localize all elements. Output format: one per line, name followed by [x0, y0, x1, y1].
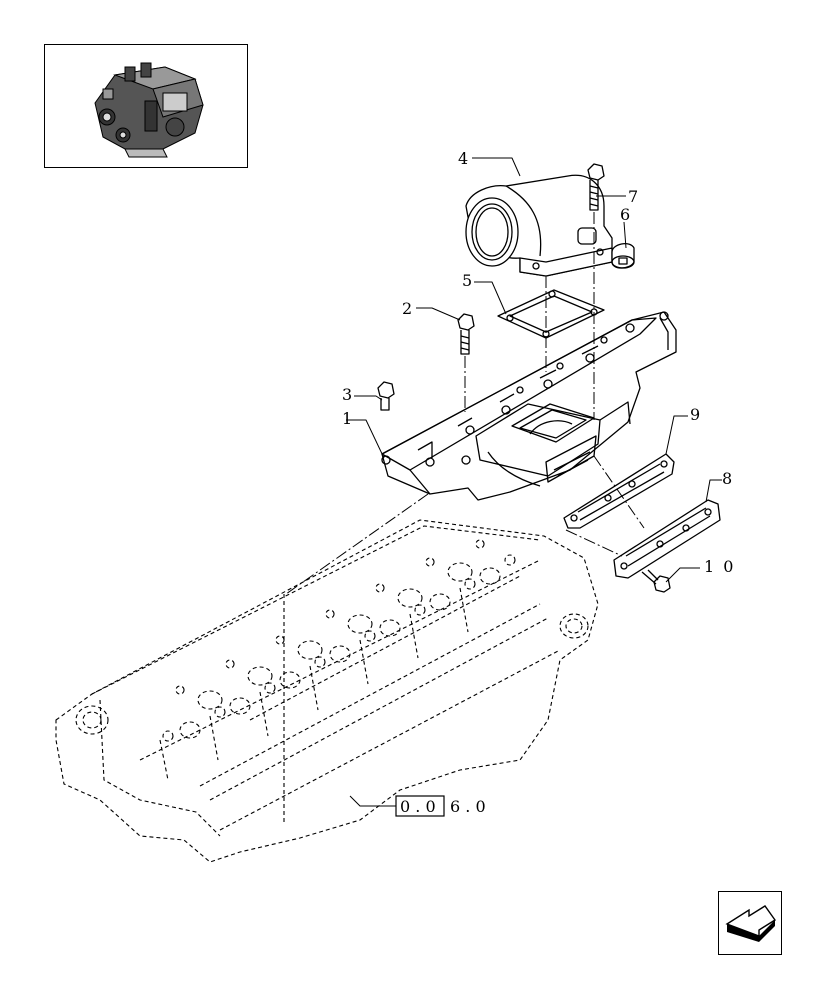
gasket-part [497, 289, 605, 339]
callout-8: 8 [722, 469, 732, 488]
bolt-10-part [641, 569, 671, 593]
plug-part [611, 242, 635, 269]
callout-5: 5 [462, 271, 472, 290]
engine-thumbnail [44, 44, 248, 168]
next-page-arrow-icon [725, 905, 777, 942]
callout-2: 2 [402, 299, 412, 318]
callout-4: 4 [458, 149, 468, 168]
bolt-7-part [587, 163, 605, 211]
callout-10: 1 0 [704, 557, 735, 576]
callout-9: 9 [690, 405, 700, 424]
engine-thumbnail-icon [94, 62, 204, 158]
callout-7: 7 [628, 187, 638, 206]
next-page-button[interactable] [718, 891, 782, 955]
bolt-2-part [457, 313, 475, 355]
callout-3: 3 [342, 385, 352, 404]
elbow-pipe-part [465, 174, 613, 277]
leader-lines [346, 157, 722, 807]
callout-1: 1 [342, 409, 352, 428]
callout-6: 6 [620, 205, 630, 224]
cylinder-head-outline [55, 519, 599, 863]
bolt-3-part [377, 381, 395, 411]
reference-boxed-text: 0 . 0 [400, 797, 436, 816]
heater-plate-part [613, 499, 721, 579]
alignment-lines [285, 212, 645, 595]
reference-box [395, 795, 445, 817]
gasket-9-part [563, 453, 675, 529]
reference-rest-text: 6 . 0 [450, 797, 486, 816]
intake-manifold-part [381, 311, 677, 501]
